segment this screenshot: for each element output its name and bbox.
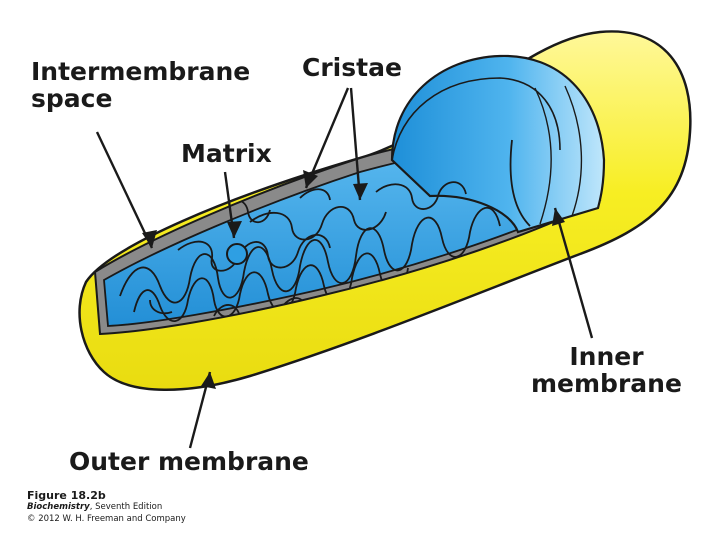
dome-crista-1: [534, 87, 552, 225]
arrow-heads: [142, 170, 565, 389]
dome-crista-2: [564, 85, 583, 217]
dome-inner-line: [509, 139, 531, 227]
copyright-line: © 2012 W. H. Freeman and Company: [27, 514, 186, 524]
book-edition: , Seventh Edition: [89, 502, 163, 512]
dome-opening: [391, 77, 561, 161]
inner-label-line2: membrane: [531, 369, 682, 398]
inner-label-line1: Inner: [569, 342, 644, 371]
intermembrane-label-line2: space: [31, 84, 113, 113]
cristae-label: Cristae: [302, 53, 402, 82]
figure-number: Figure 18.2b: [27, 489, 106, 502]
intermembrane-space-label: Intermembrane space: [31, 58, 250, 112]
book-citation: Biochemistry, Seventh Edition: [27, 502, 162, 512]
intermembrane-label-line1: Intermembrane: [31, 57, 251, 86]
matrix-label: Matrix: [181, 139, 272, 168]
book-title: Biochemistry: [27, 502, 90, 512]
inner-membrane-label: Inner membrane: [531, 343, 682, 397]
matrix-marker: [226, 243, 248, 265]
outer-membrane-label: Outer membrane: [69, 447, 309, 476]
inner-membrane-dome: [390, 54, 606, 234]
leader-lines: [95, 87, 594, 449]
